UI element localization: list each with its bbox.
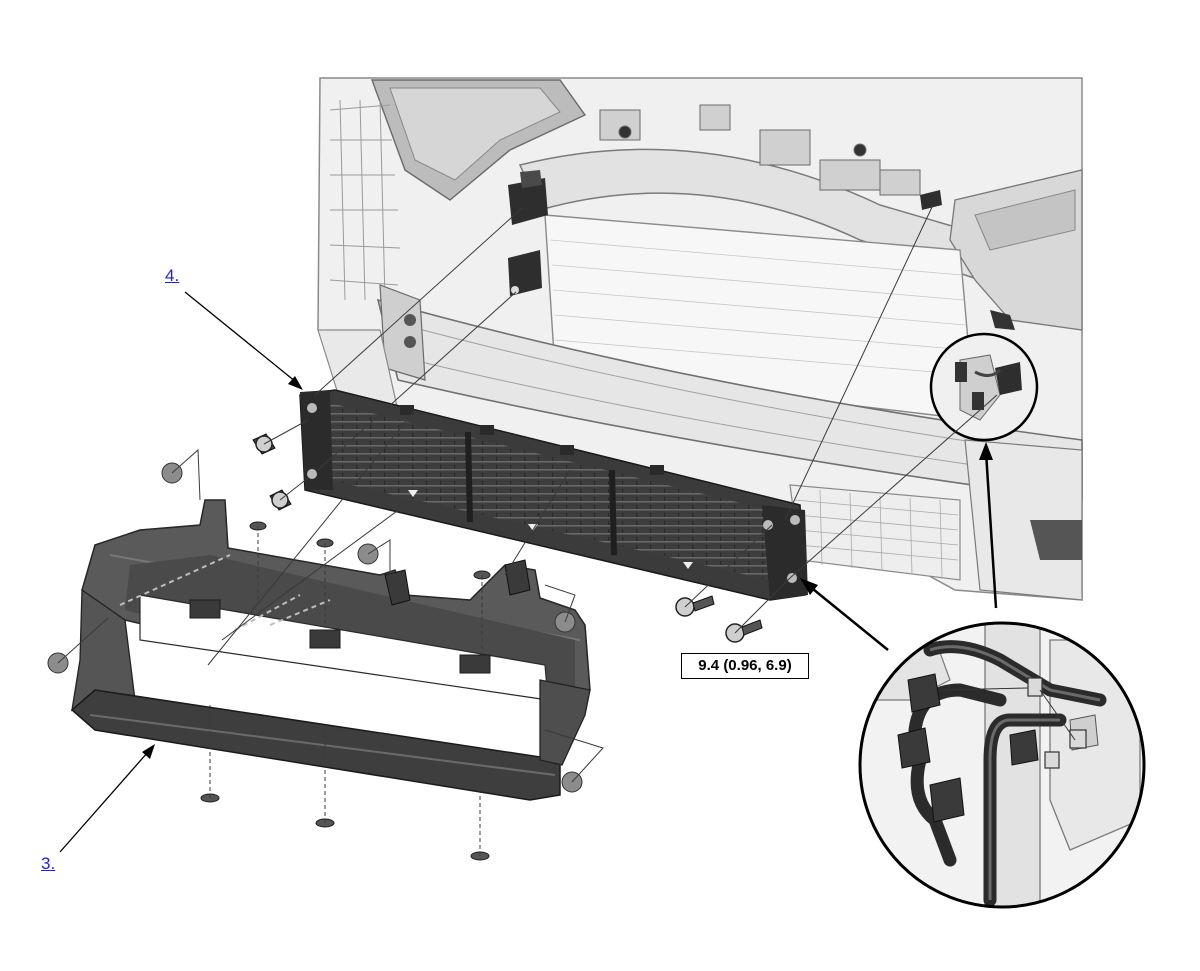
detail-source-circle	[929, 332, 1039, 442]
callout-part-4-link[interactable]: 4.	[165, 266, 180, 285]
zoom-leaders	[807, 451, 998, 651]
connector-icon	[897, 673, 1039, 823]
upper-mount-bracket-right	[920, 190, 942, 210]
magnifier-circle-icon	[858, 621, 1146, 909]
grille-shutter-assembly	[299, 389, 808, 601]
assembly-lines	[57, 204, 998, 856]
torque-spec-label: 9.4 (0.96, 6.9)	[681, 653, 809, 679]
callout-part-3-link[interactable]: 3.	[41, 854, 56, 873]
vehicle-front-body	[317, 77, 1083, 601]
callout-4-pointer	[184, 291, 303, 390]
upper-mount-bracket-left	[508, 170, 548, 296]
clip-icon	[200, 521, 491, 861]
lower-air-guide	[70, 499, 591, 801]
bolt-icon	[675, 595, 715, 617]
callout-3-pointer	[59, 744, 155, 853]
